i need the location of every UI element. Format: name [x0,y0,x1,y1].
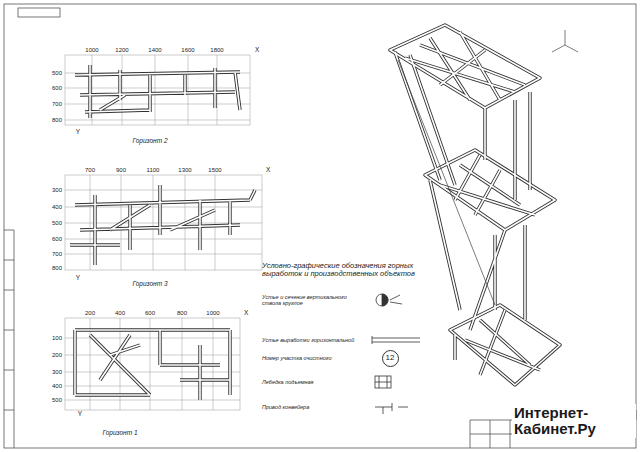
mine-workings [70,25,560,400]
sheet-frame [4,4,636,448]
node-text: 12 [386,354,395,362]
tick-number: 600 [145,310,155,317]
plan-caption: Горизонт 1 [103,429,138,436]
tick-number: 900 [116,167,126,174]
tick-number: 800 [52,117,62,124]
legend-text: Устье и сечение вертикального ствола кру… [262,294,362,306]
legend-symbols [372,294,420,414]
tick-number: 400 [115,310,125,317]
tick-number: 1600 [181,47,194,54]
watermark: Интернет-Кабинет.Ру [512,404,636,438]
tick-number: 1800 [210,47,223,54]
legend-text: Устье выработки горизонтальной [262,337,362,343]
plan-caption: Горизонт 2 [133,137,168,144]
legend-text: Привод конвейера [262,404,362,410]
tick-number: 1300 [178,167,191,174]
section-number-circle: 12 [382,350,399,367]
axis-letter: X [244,309,248,316]
axis-letter: X [266,166,270,173]
tick-number: 400 [52,204,62,211]
tick-number: 1500 [208,167,221,174]
tick-number: 500 [52,70,62,77]
tick-number: 200 [52,352,62,359]
legend-text: Лебедка подъемная [262,379,362,385]
tick-number: 500 [52,220,62,227]
tick-number: 400 [52,383,62,390]
tick-number: 1000 [85,47,98,54]
shaft-lines [398,30,578,305]
plan-caption: Горизонт 3 [133,280,168,287]
tick-number: 500 [52,397,62,404]
tick-number: 600 [52,236,62,243]
tick-number: 1100 [147,167,160,174]
tick-number: 300 [52,369,62,376]
axis-letter: Y [76,128,80,135]
legend-text: Номер участка очистного [262,355,362,361]
tick-number: 1000 [206,310,219,317]
tick-number: 1200 [115,47,128,54]
axis-letter: Y [76,274,80,281]
tick-number: 700 [52,101,62,108]
tick-number: 700 [52,251,62,258]
tick-number: 600 [52,85,62,92]
tick-number: 300 [52,187,62,194]
tick-number: 100 [52,335,62,342]
tick-number: 200 [85,310,95,317]
tick-number: 800 [177,310,187,317]
legend-heading: Условно-графические обозначения горных в… [262,262,452,279]
axis-letter: X [255,46,259,53]
tick-number: 700 [85,167,95,174]
axis-letter: Y [78,410,82,417]
tick-number: 800 [52,265,62,272]
tick-number: 1400 [148,47,161,54]
